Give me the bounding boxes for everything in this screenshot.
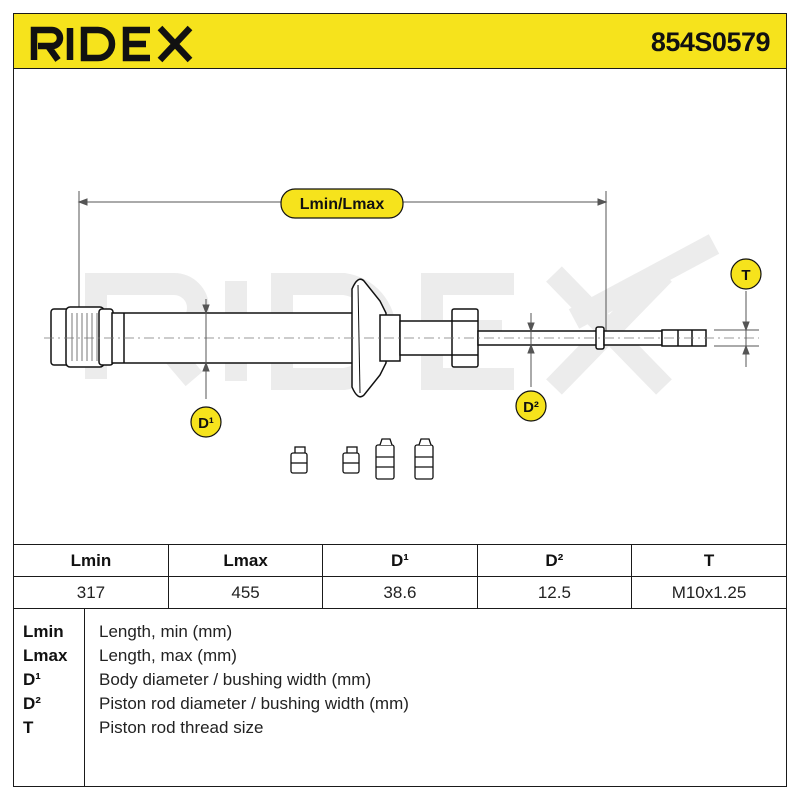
spec-table-header-row: Lmin Lmax D¹ D² T — [14, 544, 786, 577]
rod-diameter-label: D² — [523, 399, 539, 416]
legend-desc: Piston rod diameter / bushing width (mm) — [99, 694, 409, 713]
legend-key: Lmin — [23, 622, 64, 641]
spec-header-lmax: Lmax — [167, 544, 324, 577]
legend-key: T — [23, 718, 34, 737]
nut-4 — [414, 438, 434, 480]
ridex-logo — [30, 25, 193, 63]
spec-value-d2: 12.5 — [476, 576, 633, 609]
legend-desc: Body diameter / bushing width (mm) — [99, 670, 372, 689]
legend-row: Lmin Length, min (mm) — [14, 620, 786, 644]
spec-value-t: M10x1.25 — [631, 576, 786, 609]
shock-absorber-drawing: Lmin/Lmax — [44, 188, 762, 480]
legend-desc: Piston rod thread size — [99, 718, 264, 737]
length-label: Lmin/Lmax — [300, 196, 385, 213]
spec-value-lmax: 455 — [167, 576, 324, 609]
legend-key: D² — [23, 694, 41, 713]
spec-value-lmin: 317 — [14, 576, 169, 609]
spec-table: Lmin Lmax D¹ D² T 317 455 38.6 12.5 M10x… — [14, 544, 786, 609]
legend-desc: Length, min (mm) — [99, 622, 233, 641]
spec-table-value-row: 317 455 38.6 12.5 M10x1.25 — [14, 576, 786, 609]
mounting-nuts — [290, 438, 434, 480]
body-diameter-badge — [190, 406, 222, 438]
length-label-badge — [280, 188, 404, 219]
spec-header-lmin: Lmin — [14, 544, 169, 577]
part-number: 854S0579 — [650, 27, 771, 57]
legend-key: D¹ — [23, 670, 41, 689]
body-diameter-label: D¹ — [198, 415, 214, 432]
legend-row: T Piston rod thread size — [14, 716, 786, 740]
legend-row: D¹ Body diameter / bushing width (mm) — [14, 668, 786, 692]
nut-3 — [375, 438, 395, 480]
spec-header-t: T — [631, 544, 786, 577]
legend-divider — [84, 608, 85, 786]
body-diameter-dimension — [202, 299, 210, 399]
rod-diameter-dimension — [527, 313, 535, 387]
legend-row: Lmax Length, max (mm) — [14, 644, 786, 668]
thread-badge — [730, 258, 762, 290]
thread-label: T — [741, 267, 750, 284]
legend-desc: Length, max (mm) — [99, 646, 237, 665]
nut-1 — [290, 446, 308, 474]
legend: Lmin Length, min (mm) Lmax Length, max (… — [14, 608, 786, 786]
spec-value-d1: 38.6 — [322, 576, 478, 609]
spec-header-d2: D² — [476, 544, 633, 577]
legend-row: D² Piston rod diameter / bushing width (… — [14, 692, 786, 716]
thread-dimension — [714, 291, 759, 367]
rod-diameter-badge — [515, 390, 547, 422]
legend-key: Lmax — [23, 646, 68, 665]
spec-header-d1: D¹ — [322, 544, 478, 577]
product-sheet: 854S0579 Lmin/Lmax — [13, 13, 787, 787]
header-bar: 854S0579 — [14, 14, 786, 69]
technical-drawing: Lmin/Lmax — [14, 69, 786, 544]
nut-2 — [342, 446, 360, 474]
